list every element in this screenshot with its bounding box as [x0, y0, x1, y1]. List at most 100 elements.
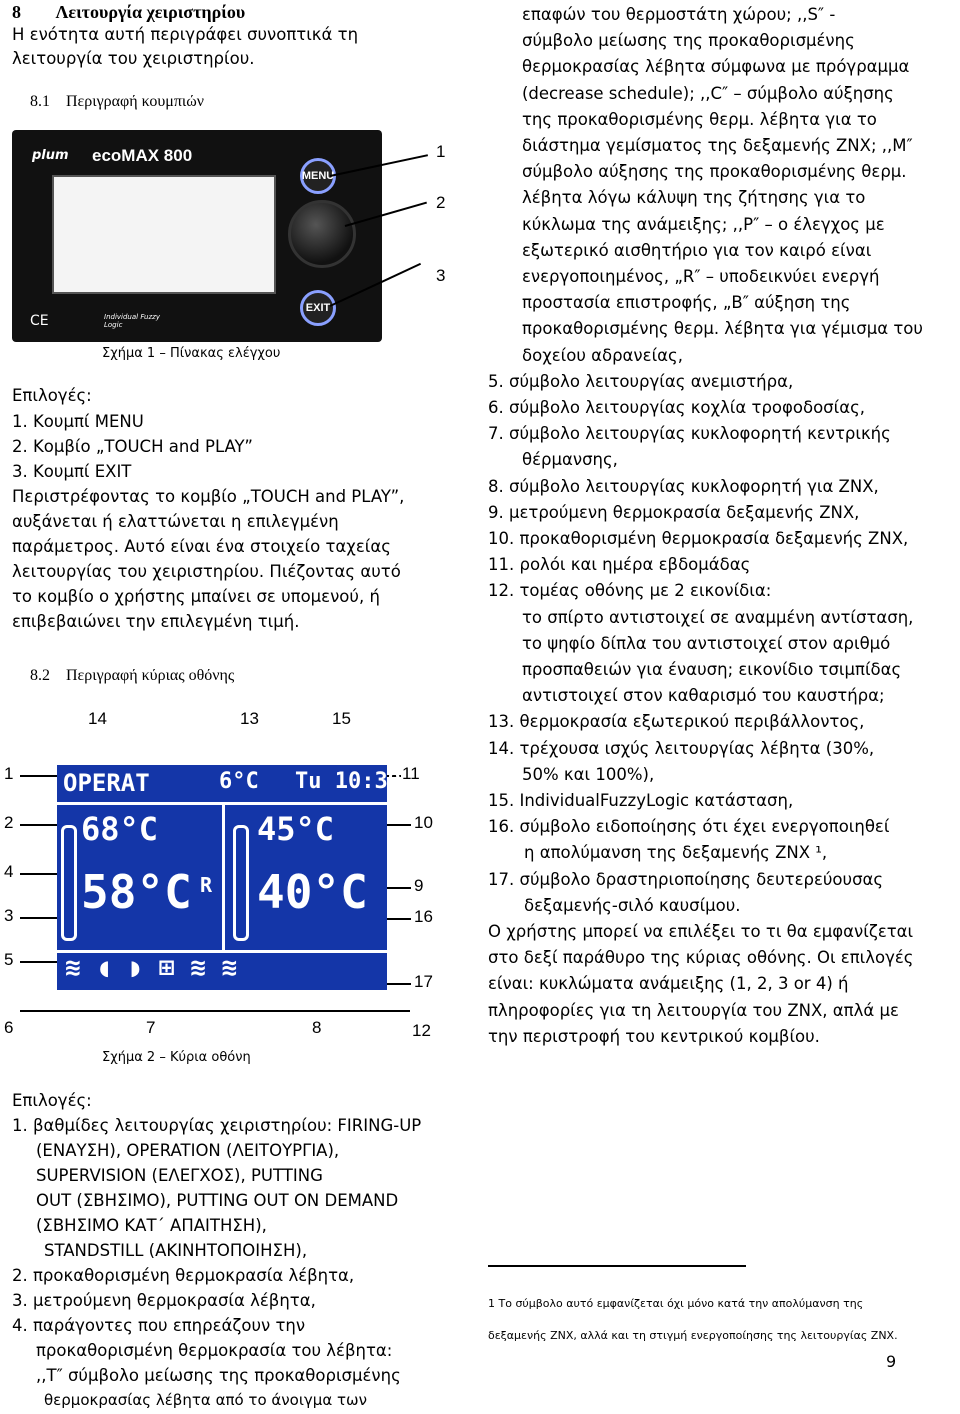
right-column-line: είναι: κυκλώματα ανάμειξης (1, 2, 3 or 4… [488, 974, 849, 994]
right-column-line: στο δεξί παράθυρο της κύριας οθόνης. Οι … [488, 948, 914, 968]
right-column-line: λέβητα λόγω κάλυψη της ζήτησης για το [522, 188, 866, 208]
callout-number: 2 [4, 813, 14, 832]
right-column-line: 14. τρέχουσα ισχύς λειτουργίας λέβητα (3… [488, 738, 875, 758]
right-column-line: 5. σύμβολο λειτουργίας ανεμιστήρα, [488, 371, 794, 391]
section-title: Λειτουργία χειριστηρίου [55, 2, 246, 22]
right-column-line: κύκλωμα της ανάμειξης; ,,P″ – ο έλεγχος … [522, 214, 885, 234]
leader-line [20, 961, 58, 963]
callout-number: 1 [436, 142, 446, 161]
right-column-line: 50% και 100%), [522, 764, 655, 784]
right-column-line: 9. μετρούμενη θερμοκρασία δεξαμενής ΖΝΧ, [488, 502, 860, 522]
callout-number: 4 [4, 862, 14, 881]
status-icons-row: ≋ ◖ ◗ ⊞ ≋ ≋ [65, 953, 238, 983]
exit-button[interactable]: EXIT [300, 290, 336, 326]
right-column-line: Ο χρήστης μπορεί να επιλέξει το τι θα εμ… [488, 922, 914, 941]
options-line: 2. προκαθορισμένη θερμοκρασία λέβητα, [12, 1266, 355, 1285]
leader-line [385, 918, 411, 920]
right-column-line: 16. σύμβολο ειδοποίησης ότι έχει ενεργοπ… [488, 817, 890, 837]
right-column-line: η απολύμανση της δεξαμενής ΖΝΧ ¹, [524, 843, 828, 863]
callout-number: 14 [88, 709, 107, 728]
mode-text: OPERAT [63, 769, 150, 797]
leader-line [20, 1010, 410, 1012]
boiler-set-temp: 68°C [81, 810, 159, 848]
right-column-line: εξωτερικό αισθητήριο για τον καιρό είναι [522, 240, 872, 260]
clock-text: Tu 10:39 [295, 769, 401, 794]
options-line: (ΣΒΗΣΙΜΟ ΚΑΤ΄ ΑΠΑΙΤΗΣΗ), [36, 1216, 267, 1235]
right-column-line: 11. ρολόι και ημέρα εβδομάδας [488, 555, 751, 575]
callout-number: 10 [414, 813, 433, 832]
options-line: Επιλογές: [12, 386, 92, 405]
leader-line [385, 887, 411, 889]
figure-caption: Σχήμα 2 – Κύρια οθόνη [102, 1050, 251, 1065]
footnote-rule [488, 1265, 746, 1267]
options-line: λειτουργίας του χειριστηρίου. Πιέζοντας … [12, 562, 401, 581]
options-line: STANDSTILL (ΑΚΙΝΗΤΟΠΟΙΗΣΗ), [44, 1241, 308, 1260]
right-column-line: 17. σύμβολο δραστηριοποίησης δευτερεύουσ… [488, 869, 884, 889]
right-column-line: δοχείου αδρανείας, [522, 345, 683, 365]
right-column-line: αντιστοιχεί στον καθαρισμό του καυστήρα; [522, 686, 885, 706]
leader-line [20, 775, 58, 777]
options-line: 4. παράγοντες που επηρεάζουν την [12, 1316, 306, 1335]
callout-number: 15 [332, 709, 351, 728]
callout-number: 5 [4, 950, 14, 969]
controller-panel-image: plum ecoMAX 800 MENU EXIT CE Individual … [12, 130, 382, 342]
options-line: 3. μετρούμενη θερμοκρασία λέβητα, [12, 1291, 316, 1310]
right-column-line: 15. IndividualFuzzyLogic κατάσταση, [488, 791, 794, 810]
divider [57, 802, 387, 805]
lcd-window [52, 175, 276, 294]
options-line: OUT (ΣΒΗΣΙΜΟ), PUTTING OUT ON DEMAND [36, 1191, 399, 1210]
options-line: Περιστρέφοντας το κομβίο „TOUCH and PLAY… [12, 487, 405, 506]
divider [222, 805, 225, 950]
footnote-line: δεξαμενής ΖΝΧ, αλλά και τη στιγμή ενεργο… [488, 1329, 898, 1342]
options-line: θερμοκρασίας λέβητα από το άνοιγμα των [44, 1391, 367, 1409]
leader-line [385, 983, 411, 985]
callout-number: 13 [240, 709, 259, 728]
callout-number: 7 [146, 1018, 156, 1037]
right-column-line: προσπαθειών για έναυση; εικονίδιο τσιμπί… [522, 660, 902, 679]
callout-number: 9 [414, 876, 424, 895]
options-line: 3. Κουμπί EXIT [12, 462, 132, 481]
leader-line [20, 873, 58, 875]
right-column-line: σύμβολο μείωσης της προκαθορισμένης [522, 31, 855, 51]
options-line: προκαθορισμένη θερμοκρασία του λέβητα: [36, 1341, 393, 1360]
callout-number: 11 [402, 764, 420, 783]
model-logo: ecoMAX 800 [92, 146, 193, 165]
right-column-line: 10. προκαθορισμένη θερμοκρασία δεξαμενής… [488, 529, 909, 548]
options-line: 1. βαθμίδες λειτουργίας χειριστηρίου: FI… [12, 1116, 422, 1135]
right-column-line: διάστημα γεμίσματος της δεξαμενής ΖΝΧ; ,… [522, 136, 913, 155]
subsection-heading: 8.2 Περιγραφή κύριας οθόνης [30, 667, 235, 684]
options-line: αυξάνεται ή ελαττώνεται η επιλεγμένη [12, 512, 339, 531]
boiler-measured-temp: 58°C [81, 865, 192, 919]
options-line: SUPERVISION (ΕΛΕΓΧΟΣ), PUTTING [36, 1166, 323, 1185]
callout-number: 3 [4, 906, 14, 925]
page-number: 9 [886, 1352, 897, 1371]
intro-line: Η ενότητα αυτή περιγράφει συνοπτικά τη [12, 25, 359, 44]
thermometer-icon [61, 825, 77, 941]
options-line: 1. Κουμπί MENU [12, 412, 144, 431]
right-column-line: το σπίρτο αντιστοιχεί σε αναμμένη αντίστ… [522, 607, 914, 627]
right-column-line: ενεργοποιημένος, „R″ – υποδεικνύει ενεργ… [522, 267, 880, 286]
touch-and-play-knob[interactable] [288, 200, 356, 268]
right-column-line: την περιστροφή του κεντρικού κομβίου. [488, 1026, 820, 1046]
right-column-line: δεξαμενής-σιλό καυσίμου. [524, 895, 741, 915]
section-number: 8 [12, 2, 21, 22]
callout-number: 17 [414, 972, 433, 991]
return-protection-symbol: R [200, 873, 213, 897]
options-line: επιβεβαιώνει την επιλεγμένη τιμή. [12, 612, 300, 631]
section-heading: 8 Λειτουργία χειριστηρίου [12, 2, 245, 23]
ce-mark: CE [30, 313, 49, 329]
fuzzy-logic-logo: Individual Fuzzy Logic [104, 313, 160, 329]
brand-logo: plum [32, 148, 69, 163]
outside-temp: 6°C [219, 769, 259, 794]
options-line: Επιλογές: [12, 1091, 92, 1110]
dhw-set-temp: 45°C [257, 810, 335, 848]
callout-number: 6 [4, 1018, 14, 1037]
callout-number: 16 [414, 907, 433, 926]
footnote-line: 1 Το σύμβολο αυτό εμφανίζεται όχι μόνο κ… [488, 1297, 864, 1310]
right-column-line: (decrease schedule); ,,C″ – σύμβολο αύξη… [522, 83, 894, 103]
right-column-line: 6. σύμβολο λειτουργίας κοχλία τροφοδοσία… [488, 398, 866, 417]
subsection-heading: 8.1 Περιγραφή κουμπιών [30, 93, 204, 110]
right-column-line: της προκαθορισμένης θερμ. λέβητα για το [522, 109, 877, 129]
callout-number: 12 [412, 1021, 431, 1040]
main-screen-image: OPERAT 6°C Tu 10:39 68°C 45°C 58°C 40°C … [57, 765, 401, 990]
